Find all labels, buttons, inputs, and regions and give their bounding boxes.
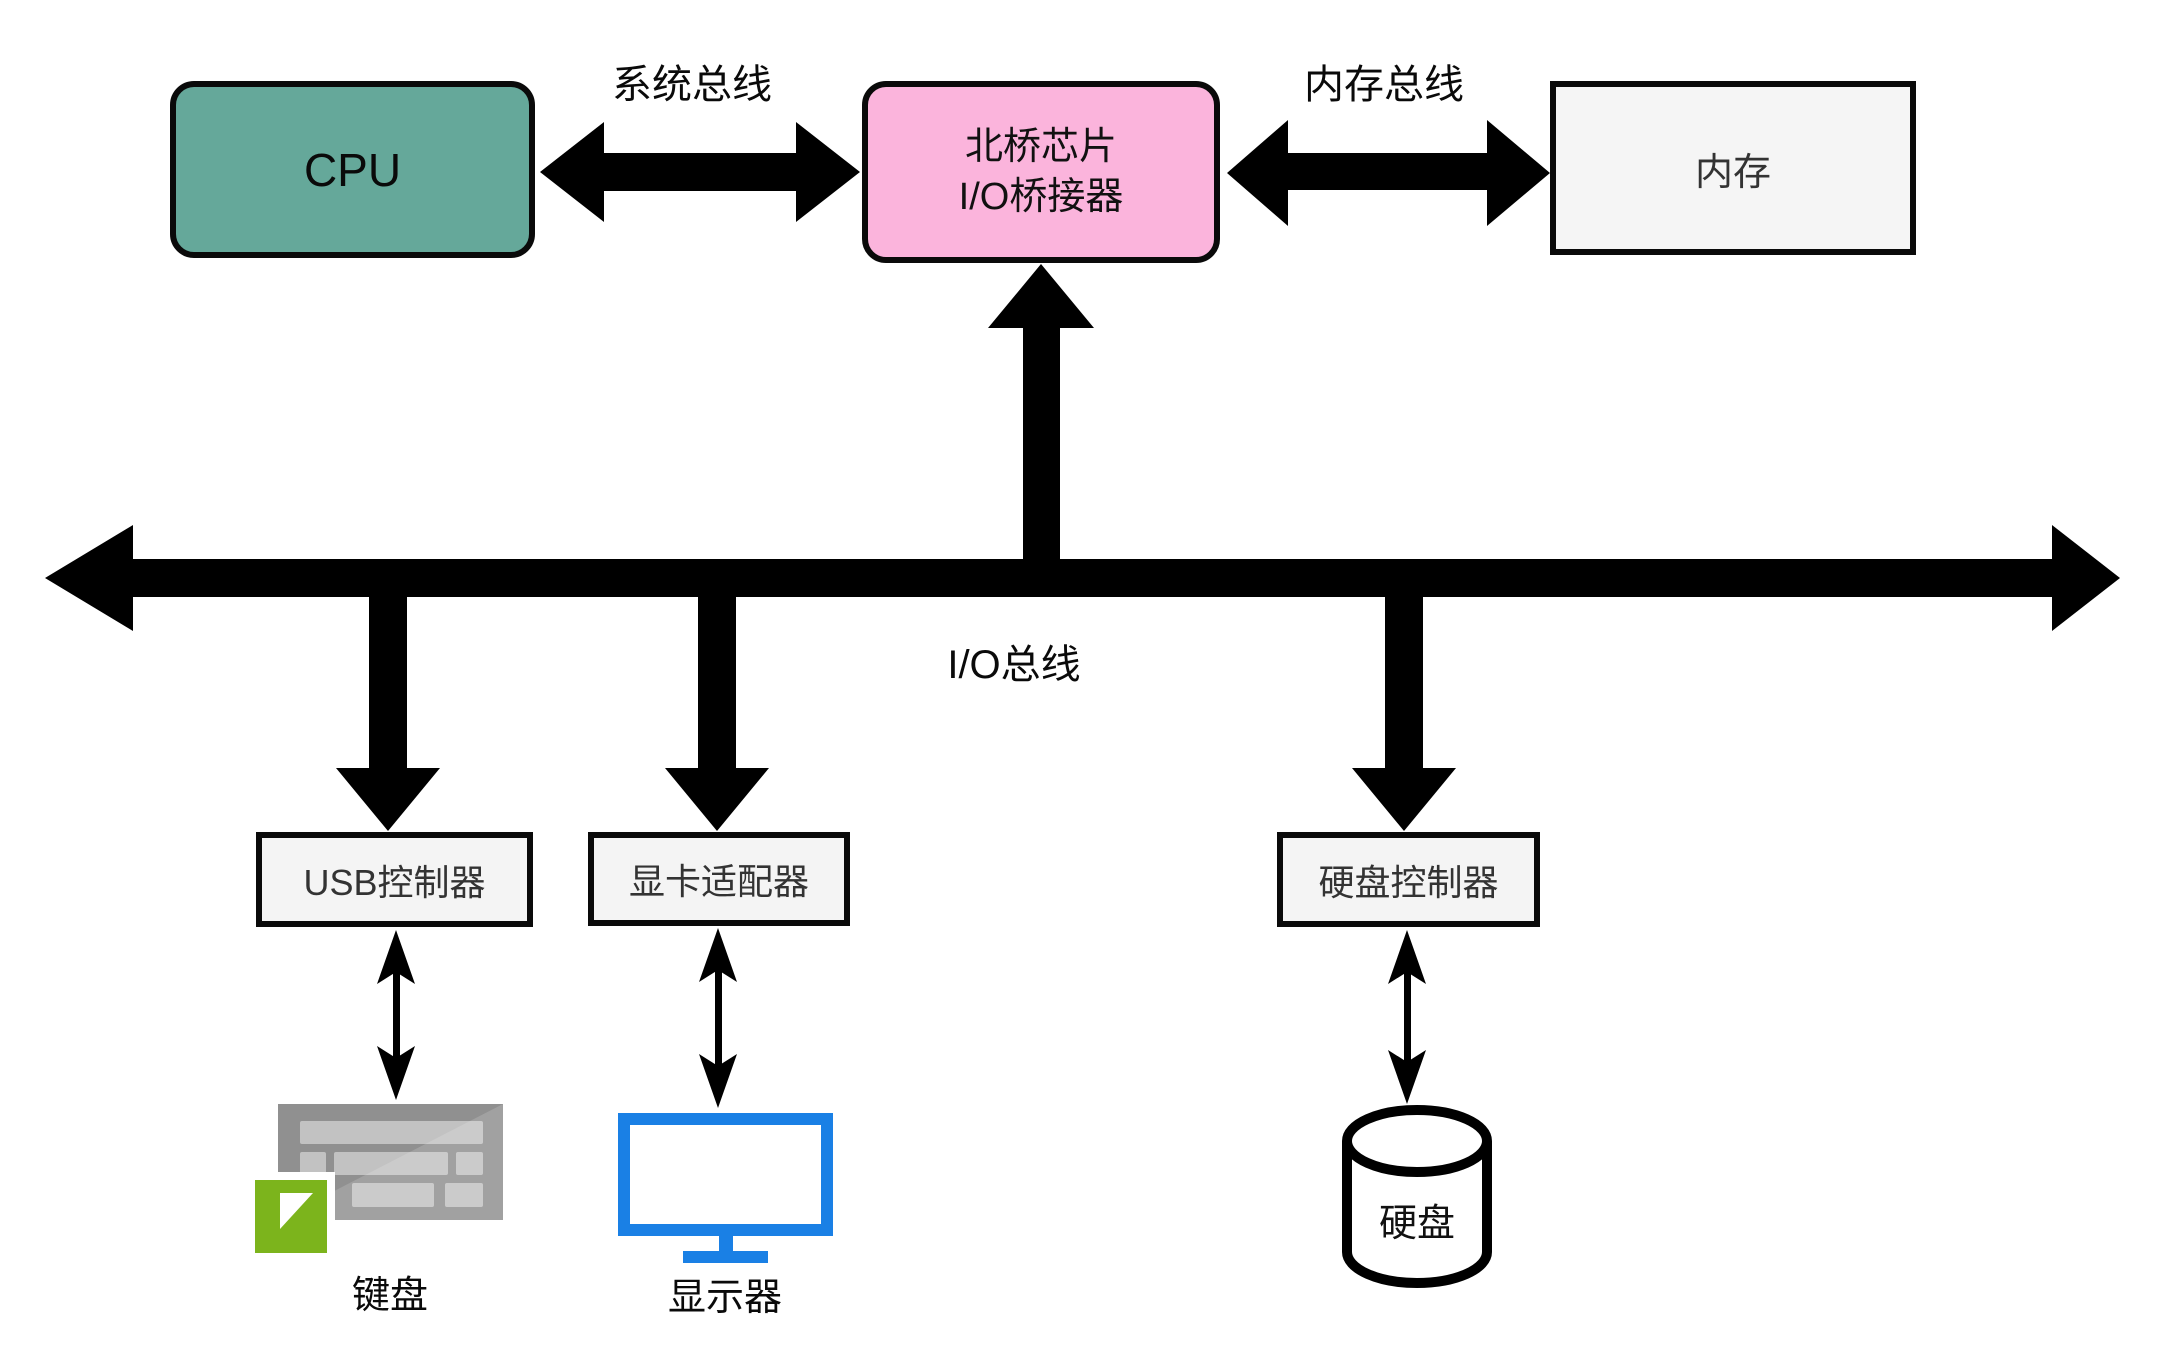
hard-disk-icon bbox=[1342, 1105, 1492, 1288]
memory-bus-arrow bbox=[1227, 120, 1550, 226]
usb-to-keyboard-arrow bbox=[377, 930, 415, 1100]
memory-bus-label: 内存总线 bbox=[1304, 63, 1464, 107]
bus-to-disk-arrow bbox=[1352, 560, 1456, 831]
graphics-to-monitor-arrow bbox=[699, 928, 737, 1108]
disk-controller-label: 硬盘控制器 bbox=[1318, 861, 1499, 903]
bus-to-graphics-arrow bbox=[665, 560, 769, 831]
monitor-label: 显示器 bbox=[667, 1277, 782, 1319]
hard-disk-label: 硬盘 bbox=[1378, 1203, 1455, 1245]
cpu-box: CPU bbox=[170, 81, 535, 258]
keyboard-label: 键盘 bbox=[351, 1275, 428, 1317]
io-bus-label: I/O总线 bbox=[947, 643, 1081, 687]
graphics-adapter-label: 显卡适配器 bbox=[628, 861, 809, 902]
system-bus-label: 系统总线 bbox=[612, 63, 772, 107]
cpu-label: CPU bbox=[303, 143, 402, 196]
disk-to-harddisk-arrow bbox=[1388, 930, 1426, 1104]
bus-to-usb-arrow bbox=[336, 560, 440, 831]
io-bus-to-northbridge-arrow bbox=[988, 264, 1094, 597]
northbridge-label-line2: I/O桥接器 bbox=[958, 176, 1124, 218]
monitor-icon bbox=[618, 1113, 833, 1263]
keyboard-icon bbox=[247, 1104, 503, 1261]
graphics-adapter-box: 显卡适配器 bbox=[588, 832, 850, 926]
memory-label: 内存 bbox=[1694, 151, 1771, 194]
usb-controller-label: USB控制器 bbox=[303, 861, 486, 903]
usb-controller-box: USB控制器 bbox=[256, 832, 533, 927]
memory-box: 内存 bbox=[1550, 81, 1916, 255]
disk-controller-box: 硬盘控制器 bbox=[1277, 832, 1540, 927]
northbridge-label-line1: 北桥芯片 bbox=[964, 125, 1117, 168]
system-bus-arrow bbox=[540, 122, 860, 222]
northbridge-box: 北桥芯片 I/O桥接器 bbox=[862, 81, 1220, 263]
io-bus-line bbox=[45, 525, 2120, 631]
